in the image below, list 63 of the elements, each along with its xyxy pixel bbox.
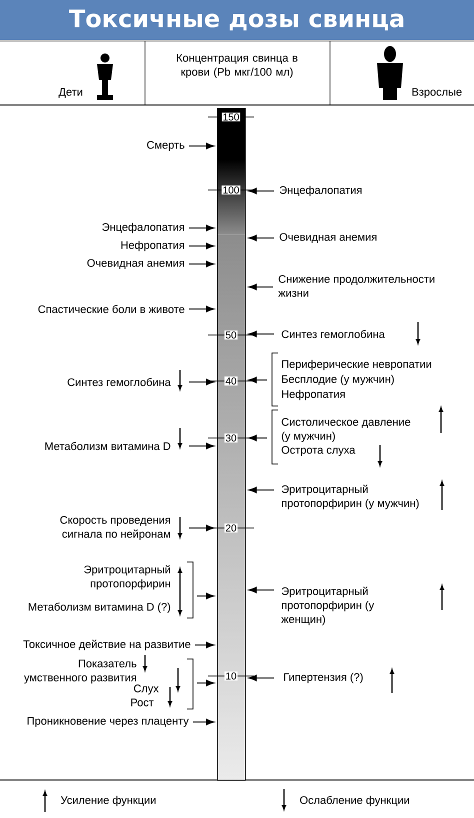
node-label: Эритроцитарный протопорфирин (у мужчин) — [282, 484, 419, 510]
arrow — [248, 284, 274, 290]
title-banner: Токсичные дозы свинца — [0, 0, 474, 40]
effect-label: Энцефалопатия — [280, 186, 362, 196]
effect-label: Спастические боли в животе — [38, 304, 184, 314]
node-label: Метаболизм витамина D (?) — [28, 602, 170, 613]
arrow — [248, 486, 274, 494]
arrow — [194, 642, 214, 648]
arrow — [196, 680, 214, 686]
arrow — [248, 234, 274, 242]
header-label: Взрослые — [412, 88, 462, 98]
arrow — [248, 434, 268, 442]
arrow — [188, 524, 214, 532]
effect-label: Смерть — [147, 141, 184, 151]
effect-label: Снижение продолжительности жизни — [278, 275, 434, 297]
node-label: Острота слуха — [282, 446, 356, 456]
header-label: Дети — [58, 88, 82, 98]
node-label: Эритроцитарный протопорфирин (у женщин) — [281, 586, 374, 626]
bracketed-group: Периферические невропатии Бесплодие (у мужчин) Нефропатия — [272, 352, 432, 406]
legend-text: Усиление функции — [60, 796, 156, 806]
bracketed-group: Показатель умственного развития Слух Рост — [24, 655, 194, 710]
arrow — [188, 378, 214, 386]
effect-entry: Скорость проведения сигнала по нейронам — [60, 516, 182, 540]
effect-entry: Гипертензия (?) — [284, 669, 394, 693]
node-label: Синтез гемоглобина — [68, 378, 171, 386]
node-label: Метаболизм витамина D — [45, 442, 170, 450]
effect-label: Нефропатия — [121, 240, 184, 252]
arrow — [196, 592, 214, 600]
legend-text: Ослабление функции — [300, 796, 409, 806]
arrow — [248, 586, 274, 594]
effect-entry: Эритроцитарный протопорфирин (у женщин) — [281, 585, 444, 626]
bracketed-group: Эритроцитарный протопорфирин Метаболизм витамина D (?) — [28, 562, 194, 618]
node-label: Показатель умственного развития — [24, 660, 136, 684]
arrow — [248, 674, 274, 682]
arrow — [248, 330, 274, 338]
header-label: Концентрация свинца в крови (Pb мкг/100 мл) — [177, 54, 298, 78]
effect-label: Энцефалопатия — [102, 222, 184, 234]
bracketed-group: Систолическое давление (у мужчин) Острота слуха — [272, 407, 444, 466]
effect-entry: Метаболизм витамина D — [45, 428, 182, 450]
arrow — [188, 224, 214, 232]
node-label: Систолическое давление (у мужчин) — [282, 418, 410, 442]
effect-label: Очевидная анемия — [87, 259, 184, 269]
arrow — [188, 142, 214, 150]
node-label: Синтез гемоглобина — [282, 330, 385, 338]
node-label: Эритроцитарный протопорфирин — [84, 565, 170, 590]
concentration-column — [217, 108, 246, 781]
arrow — [192, 718, 214, 726]
effect-label: Проникновение через плаценту — [28, 717, 189, 727]
node-label: Слух — [134, 684, 159, 694]
effect-entry: Синтез гемоглобина — [68, 370, 182, 390]
arrow — [188, 242, 214, 250]
effect-entry: Синтез гемоглобина — [282, 322, 420, 344]
arrow — [188, 306, 214, 312]
node-label: Рост — [131, 698, 154, 706]
effect-label: Токсичное действие на развитие — [23, 640, 190, 650]
arrow — [188, 442, 214, 450]
arrow — [188, 260, 214, 268]
tick-label: 150 — [221, 112, 241, 122]
effect-label: Очевидная анемия — [280, 233, 376, 243]
effect-entry: Эритроцитарный протопорфирин (у мужчин) — [282, 481, 444, 510]
arrow — [248, 376, 268, 384]
arrow — [248, 188, 274, 194]
node-label: Гипертензия (?) — [284, 672, 363, 684]
